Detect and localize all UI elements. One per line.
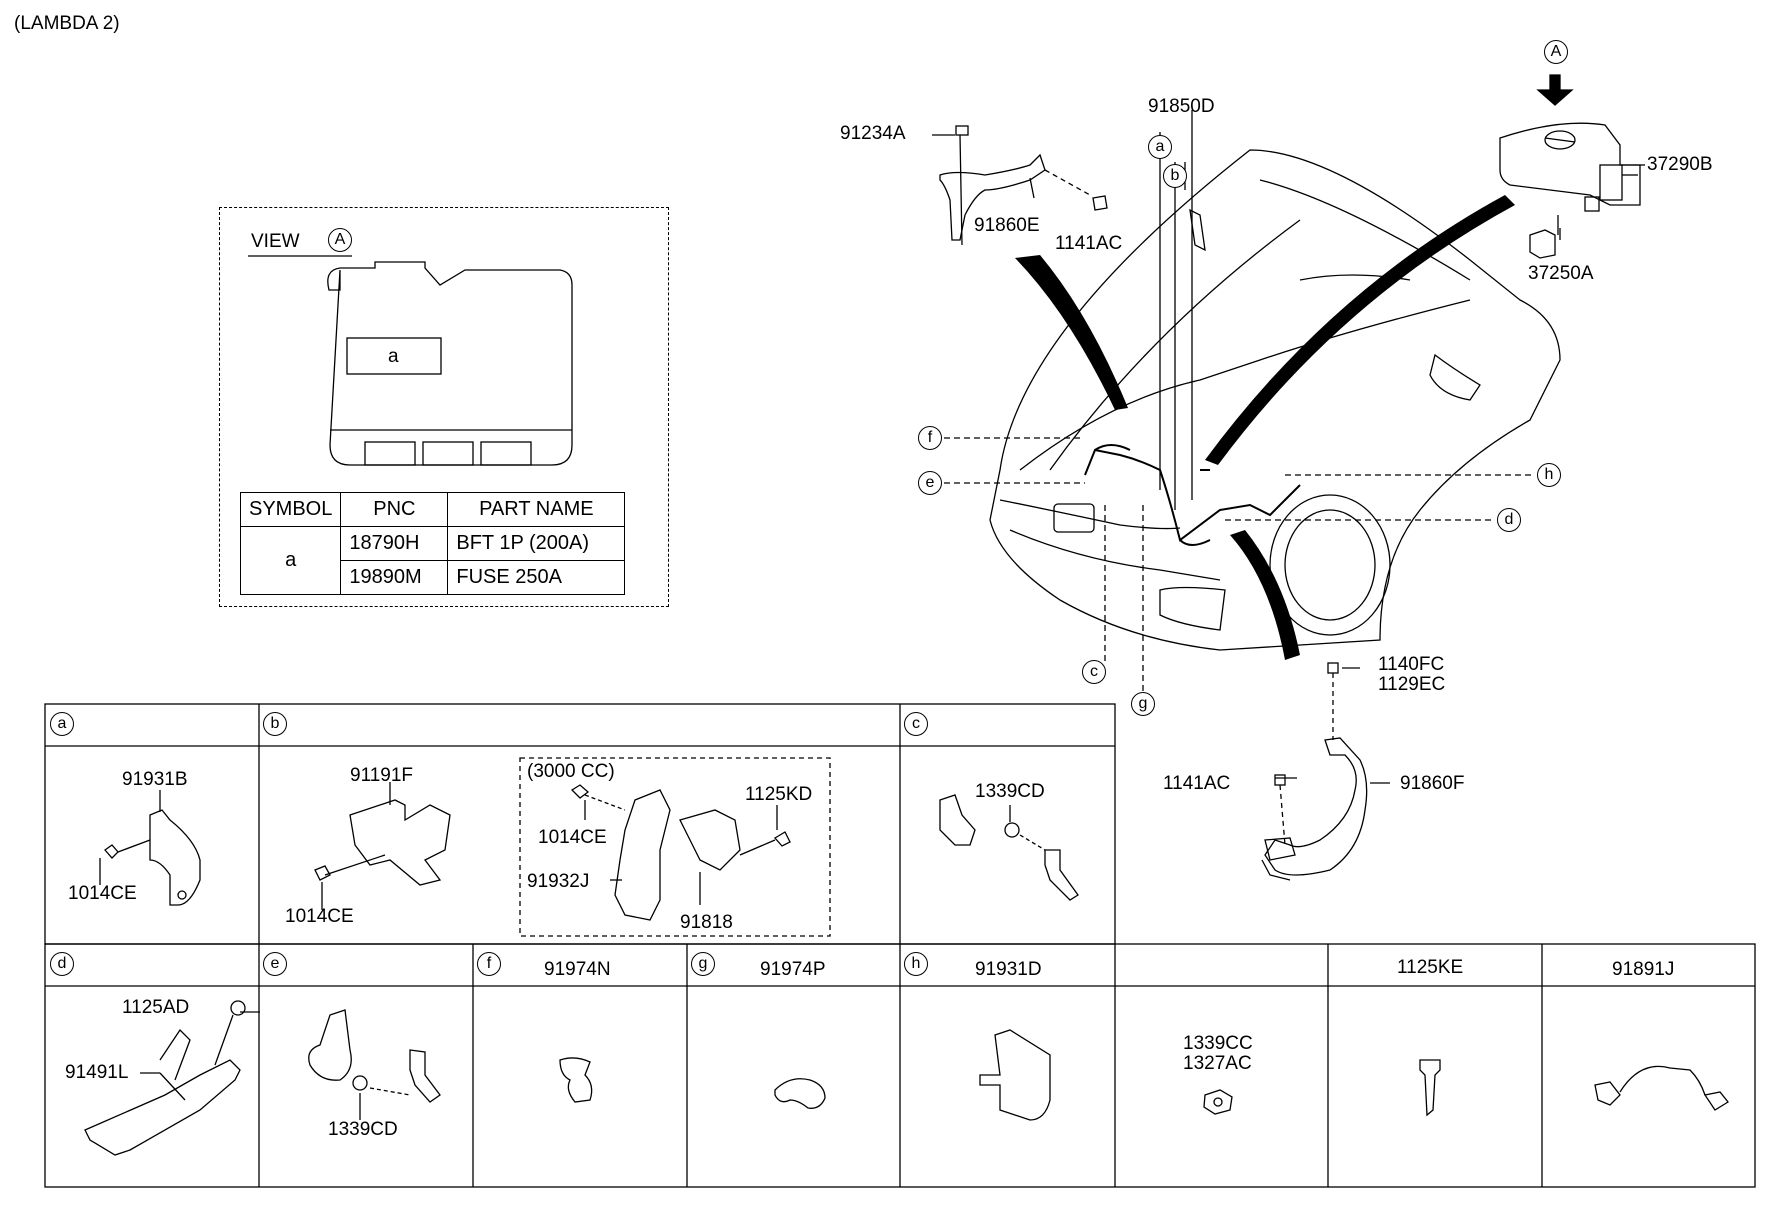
- label-1141AC-low: 1141AC: [1163, 773, 1231, 794]
- bracket-91860E: [939, 153, 1046, 241]
- fuse-slot-a: [346, 337, 442, 375]
- leader-band-1: [1015, 255, 1128, 410]
- col-pnc: PNC: [340, 492, 449, 527]
- callout-d: d: [1497, 508, 1521, 532]
- leader-band-2: [1205, 195, 1515, 465]
- callout-e: e: [918, 471, 942, 495]
- grid-b-part-1: 91191F: [350, 765, 414, 786]
- label-91860F: 91860F: [1400, 773, 1465, 794]
- grid-a-part-2: 1014CE: [68, 883, 137, 904]
- grid-b-circle: b: [263, 712, 287, 736]
- grid-b-inset-part-3: 91932J: [527, 871, 590, 892]
- grid-i-part-2: 1327AC: [1183, 1053, 1252, 1074]
- marker-A: A: [1544, 40, 1568, 64]
- grid-g-title: 91974P: [760, 959, 826, 980]
- table-name-1: BFT 1P (200A): [447, 526, 626, 561]
- arrow-A: [1536, 74, 1574, 106]
- label-91850D: 91850D: [1148, 96, 1215, 117]
- label-1129EC: 1129EC: [1378, 674, 1446, 695]
- grid-d-circle: d: [50, 952, 74, 976]
- car-illustration: [989, 149, 1561, 651]
- grid-a-circle: a: [50, 712, 74, 736]
- grid-d-part-2: 91491L: [65, 1062, 129, 1083]
- fuse-box-outline: [327, 261, 573, 466]
- grid-e-part-1: 1339CD: [328, 1119, 398, 1140]
- view-title: VIEW: [251, 231, 300, 252]
- table-pnc-2: 19890M: [340, 560, 449, 595]
- label-37290B: 37290B: [1647, 154, 1713, 175]
- view-marker: A: [328, 228, 352, 252]
- grid-j-title: 1125KE: [1397, 957, 1464, 978]
- variant-label: (LAMBDA 2): [14, 13, 120, 34]
- grid-b-part-2: 1014CE: [285, 906, 354, 927]
- grid-e-circle: e: [263, 952, 287, 976]
- grid-i-part-1: 1339CC: [1183, 1033, 1253, 1054]
- grid-h-title: 91931D: [975, 959, 1042, 980]
- grid-f-title: 91974N: [544, 959, 611, 980]
- view-a-panel: [219, 207, 669, 607]
- fuse-slot-label: a: [388, 346, 399, 367]
- grid-b-inset-part-2: 1125KD: [745, 784, 813, 805]
- callout-h: h: [1537, 463, 1561, 487]
- grid-f-circle: f: [477, 952, 501, 976]
- grid-g-circle: g: [691, 952, 715, 976]
- table-pnc-1: 18790H: [340, 526, 449, 561]
- label-1141AC-top: 1141AC: [1055, 233, 1123, 254]
- grid-c-circle: c: [904, 712, 928, 736]
- grid-c-part-1: 1339CD: [975, 781, 1045, 802]
- leader-band-3: [1230, 530, 1300, 660]
- grid-d-part-1: 1125AD: [122, 997, 190, 1018]
- callout-b: b: [1163, 164, 1187, 188]
- label-1140FC: 1140FC: [1378, 654, 1445, 675]
- callout-c: c: [1082, 660, 1106, 684]
- detail-grid: [44, 703, 1756, 1188]
- grid-h-circle: h: [904, 952, 928, 976]
- grid-part-sketches: [84, 782, 1729, 1156]
- col-part-name: PART NAME: [447, 492, 626, 527]
- table-name-2: FUSE 250A: [447, 560, 626, 595]
- harness-wiring: [1084, 444, 1301, 546]
- battery-cover: [1499, 122, 1641, 206]
- label-91860E: 91860E: [974, 215, 1040, 236]
- parts-table: SYMBOL PNC PART NAME a 18790H BFT 1P (20…: [239, 492, 626, 595]
- col-symbol: SYMBOL: [239, 492, 342, 527]
- table-symbol: a: [239, 526, 342, 595]
- callout-a: a: [1148, 135, 1172, 159]
- grid-b-inset-part-1: 1014CE: [538, 827, 607, 848]
- grid-k-title: 91891J: [1612, 959, 1675, 980]
- cable-91860F: [1261, 662, 1368, 881]
- grid-b-inset-part-4: 91818: [680, 912, 733, 933]
- label-37250A: 37250A: [1528, 263, 1594, 284]
- grid-b-inset-title: (3000 CC): [527, 761, 615, 782]
- callout-g: g: [1131, 692, 1155, 716]
- grid-a-part-1: 91931B: [122, 769, 188, 790]
- callout-f: f: [918, 426, 942, 450]
- label-91234A: 91234A: [840, 123, 906, 144]
